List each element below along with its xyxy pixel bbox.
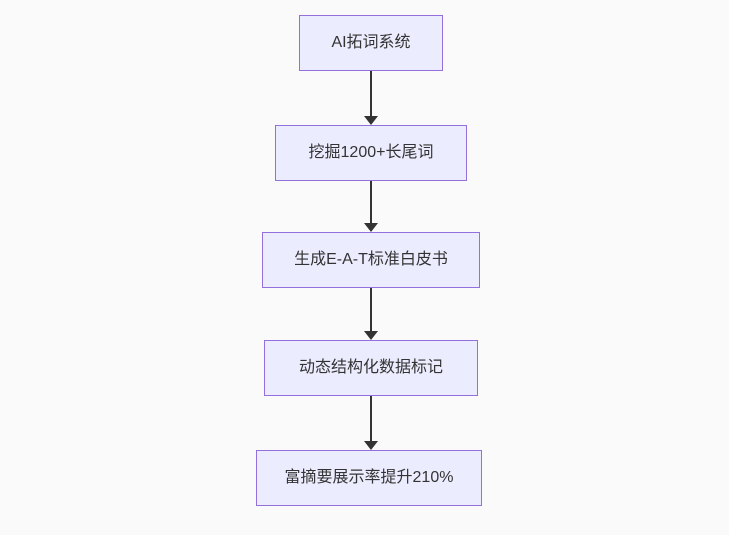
arrow-down-icon [364, 223, 378, 232]
flow-edge [364, 396, 378, 450]
edge-line [370, 396, 372, 441]
flow-node-label: AI拓词系统 [331, 34, 411, 51]
flow-node-label: 富摘要展示率提升210% [284, 469, 454, 486]
flow-node-structured-data: 动态结构化数据标记 [264, 340, 478, 396]
flow-node-rich-snippet-rate: 富摘要展示率提升210% [256, 450, 482, 506]
flow-node-eat-whitepaper: 生成E-A-T标准白皮书 [262, 232, 480, 288]
flow-node-label: 挖掘1200+长尾词 [308, 144, 434, 161]
edge-line [370, 71, 372, 116]
flow-node-ai-system: AI拓词系统 [299, 15, 443, 71]
flow-edge [364, 288, 378, 340]
flow-node-longtail-keywords: 挖掘1200+长尾词 [275, 125, 467, 181]
arrow-down-icon [364, 116, 378, 125]
flow-edge [364, 181, 378, 232]
flow-edge [364, 71, 378, 125]
flow-node-label: 生成E-A-T标准白皮书 [294, 251, 448, 268]
arrow-down-icon [364, 441, 378, 450]
arrow-down-icon [364, 331, 378, 340]
edge-line [370, 288, 372, 331]
flow-node-label: 动态结构化数据标记 [298, 359, 443, 376]
edge-line [370, 181, 372, 223]
